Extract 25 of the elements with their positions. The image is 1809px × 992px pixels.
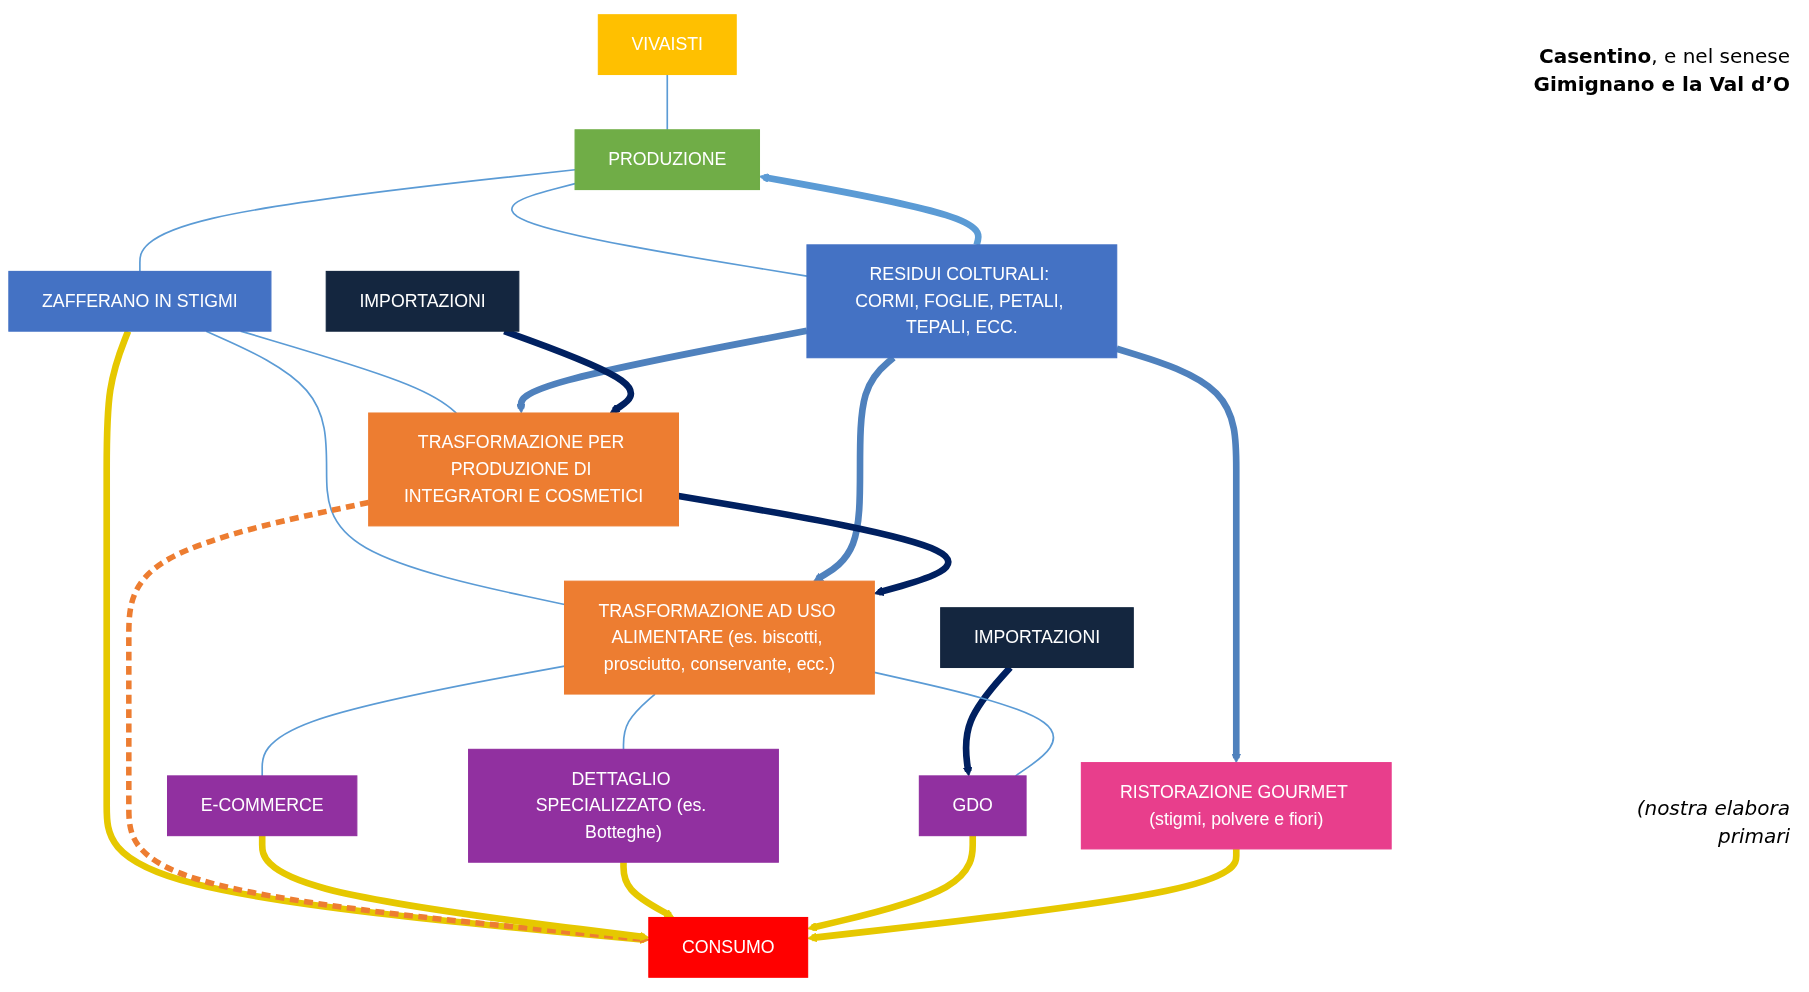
node-box: E-COMMERCE <box>167 775 358 837</box>
arrow <box>759 173 982 246</box>
note-text: Gimignano e la Val d’O <box>1532 72 1790 96</box>
node-box: IMPORTAZIONI <box>940 607 1134 669</box>
node-box: RISTORAZIONE GOURMET (stigmi, polvere e fiori) <box>1080 762 1392 850</box>
arrow <box>807 835 977 932</box>
note-text: (nostra elabora <box>1635 796 1790 820</box>
node-box: CONSUMO <box>648 916 809 978</box>
node-box: VIVAISTI <box>597 14 737 76</box>
connector <box>139 168 576 273</box>
note-text: Casentino, e nel senese <box>1538 44 1790 68</box>
arrow <box>620 862 675 919</box>
node-box: IMPORTAZIONI <box>325 270 520 332</box>
node-box: ZAFFERANO IN STIGMI <box>8 270 272 332</box>
node-box: TRASFORMAZIONE AD USO ALIMENTARE (es. biscotti, prosciutto, conservante, ecc.) <box>564 580 875 695</box>
connector <box>622 693 656 751</box>
connector <box>666 73 669 131</box>
node-box: TRASFORMAZIONE PER PRODUZIONE DI INTEGRATORI E COSMETICI <box>368 412 679 527</box>
node-box: GDO <box>918 775 1027 837</box>
node-box: RESIDUI COLTURALI: CORMI, FOGLIE, PETALI, TEPALI, ECC. <box>806 244 1118 359</box>
arrow <box>807 848 1240 943</box>
note-text: primari <box>1717 824 1790 848</box>
node-box: PRODUZIONE <box>574 129 761 191</box>
arrow <box>516 327 808 414</box>
node-box: DETTAGLIO SPECIALIZZATO (es. Botteghe) <box>468 748 779 863</box>
